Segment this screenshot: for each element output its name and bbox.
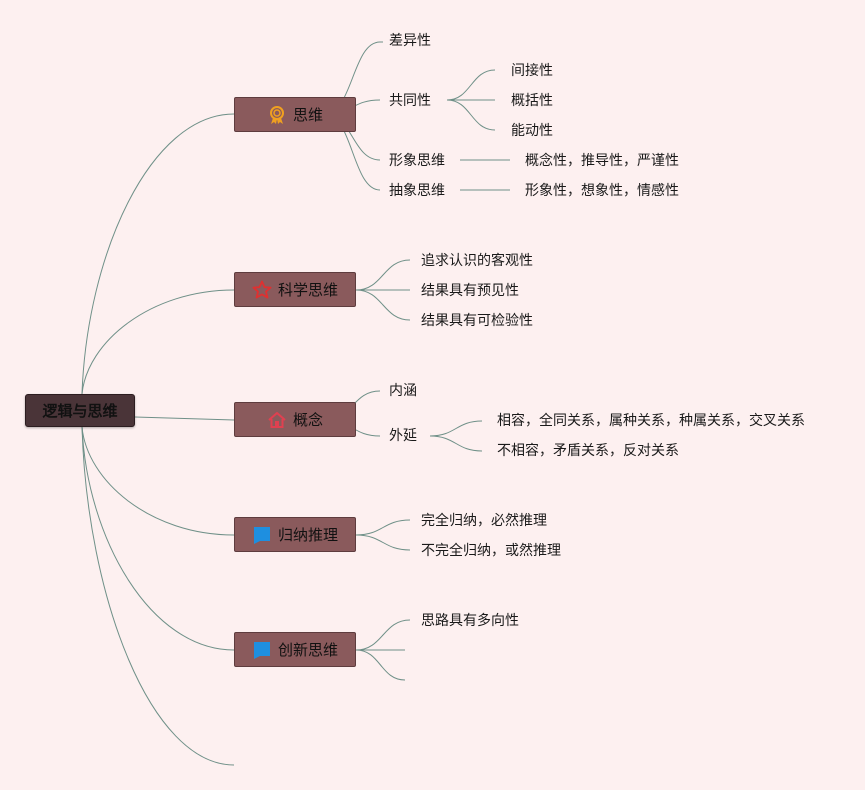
branch-label: 归纳推理 [277, 526, 338, 544]
leaf-node[interactable]: 结果具有可检验性 [421, 313, 533, 329]
branch-label: 概念 [292, 411, 323, 429]
connector [446, 69, 496, 101]
leaf-node[interactable]: 形象性，想象性，情感性 [525, 183, 679, 199]
leaf-node[interactable]: 结果具有预见性 [421, 283, 519, 299]
leaf-node[interactable]: 能动性 [511, 123, 553, 139]
leaf-node[interactable]: 差异性 [389, 33, 431, 49]
root-label: 逻辑与思维 [42, 402, 118, 420]
branch-label: 思维 [292, 106, 323, 124]
connector [355, 649, 406, 681]
leaf-node[interactable]: 追求认识的客观性 [421, 253, 533, 269]
flag-icon [253, 641, 270, 659]
branch-inductive-reasoning[interactable]: 归纳推理 [234, 517, 356, 552]
leaf-node[interactable]: 内涵 [389, 383, 417, 399]
connector [81, 113, 235, 395]
leaf-node[interactable]: 完全归纳，必然推理 [421, 513, 547, 529]
leaf-node[interactable]: 思路具有多向性 [421, 613, 519, 629]
branch-label: 科学思维 [277, 281, 338, 299]
connector [355, 289, 411, 321]
flag-icon [253, 526, 270, 544]
leaf-node[interactable]: 间接性 [511, 63, 553, 79]
connector [81, 426, 235, 536]
connector [429, 435, 483, 452]
leaf-node[interactable]: 概念性，推导性，严谨性 [525, 153, 679, 169]
ribbon-medal-icon [269, 105, 284, 124]
branch-scientific-thinking[interactable]: 科学思维 [234, 272, 356, 307]
branch-innovative-thinking[interactable]: 创新思维 [234, 632, 356, 667]
leaf-node[interactable]: 共同性 [389, 93, 431, 109]
leaf-node[interactable]: 形象思维 [389, 153, 445, 169]
connector [355, 534, 411, 551]
connector [355, 619, 411, 651]
connector [134, 416, 235, 421]
branch-concept[interactable]: 概念 [234, 402, 356, 437]
star-icon [252, 280, 272, 298]
house-icon [268, 411, 286, 428]
root-node[interactable]: 逻辑与思维 [25, 394, 135, 427]
leaf-node[interactable]: 抽象思维 [389, 183, 445, 199]
leaf-node[interactable]: 概括性 [511, 93, 553, 109]
connector [429, 420, 483, 437]
connector [355, 519, 411, 536]
leaf-node[interactable]: 不相容，矛盾关系，反对关系 [497, 443, 679, 459]
leaf-node[interactable]: 不完全归纳，或然推理 [421, 543, 561, 559]
connector [446, 99, 496, 131]
connector [355, 259, 411, 291]
branch-thinking[interactable]: 思维 [234, 97, 356, 132]
leaf-node[interactable]: 外延 [389, 428, 417, 444]
connector [81, 289, 235, 395]
connector [81, 426, 235, 766]
branch-label: 创新思维 [277, 641, 338, 659]
connector [81, 426, 235, 651]
leaf-node[interactable]: 相容，全同关系，属种关系，种属关系，交叉关系 [497, 413, 805, 429]
